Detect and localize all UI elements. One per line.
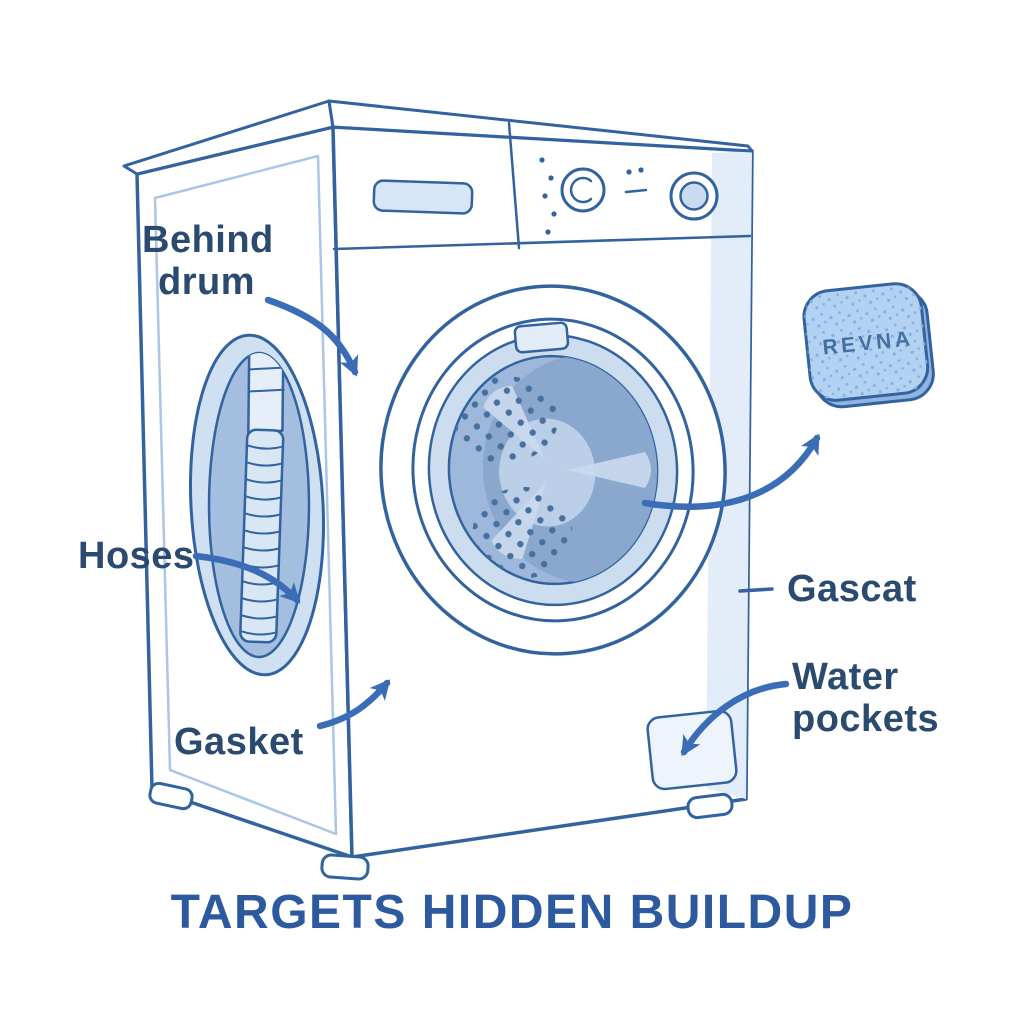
arrow-hoses <box>192 552 301 604</box>
door-latch <box>513 321 570 354</box>
detergent-tablet: REVNA <box>802 282 935 409</box>
door-drum <box>379 284 727 656</box>
label-behind-drum-line2: drum <box>158 261 255 303</box>
arrow-water-pockets <box>680 680 790 757</box>
tablet-speckles <box>803 283 928 401</box>
control-panel-divider <box>507 121 521 250</box>
annotation-arrows <box>192 296 821 757</box>
water-pocket-panel <box>646 709 738 791</box>
control-panel-baseline <box>332 234 752 251</box>
label-water-pockets-line2: pockets <box>792 698 939 740</box>
knob-right <box>669 171 719 221</box>
control-panel <box>332 121 752 251</box>
headline: TARGETS HIDDEN BUILDUP <box>171 886 854 939</box>
arrow-gasket <box>316 679 391 730</box>
washing-machine <box>122 99 754 881</box>
label-gascat: Gascat <box>787 568 917 610</box>
gascat-pointer-line <box>738 587 774 593</box>
annotation-labels: Behind drum Hoses Gasket Gascat Water po… <box>78 219 939 763</box>
arrow-behind-drum <box>264 296 359 377</box>
feet <box>148 781 734 881</box>
drum-interior <box>448 355 667 583</box>
top-panel-right <box>327 99 754 153</box>
arrow-tablet <box>641 433 821 510</box>
label-hoses: Hoses <box>78 535 195 577</box>
knob-left <box>560 167 606 213</box>
control-dots <box>539 157 648 235</box>
dispenser-drawer <box>372 179 474 215</box>
side-panel-inset-border <box>153 154 338 836</box>
label-gasket: Gasket <box>174 721 304 763</box>
label-water-pockets-line1: Water <box>792 656 899 698</box>
label-behind-drum-line1: Behind <box>142 219 274 261</box>
front-panel-shading <box>706 151 752 799</box>
